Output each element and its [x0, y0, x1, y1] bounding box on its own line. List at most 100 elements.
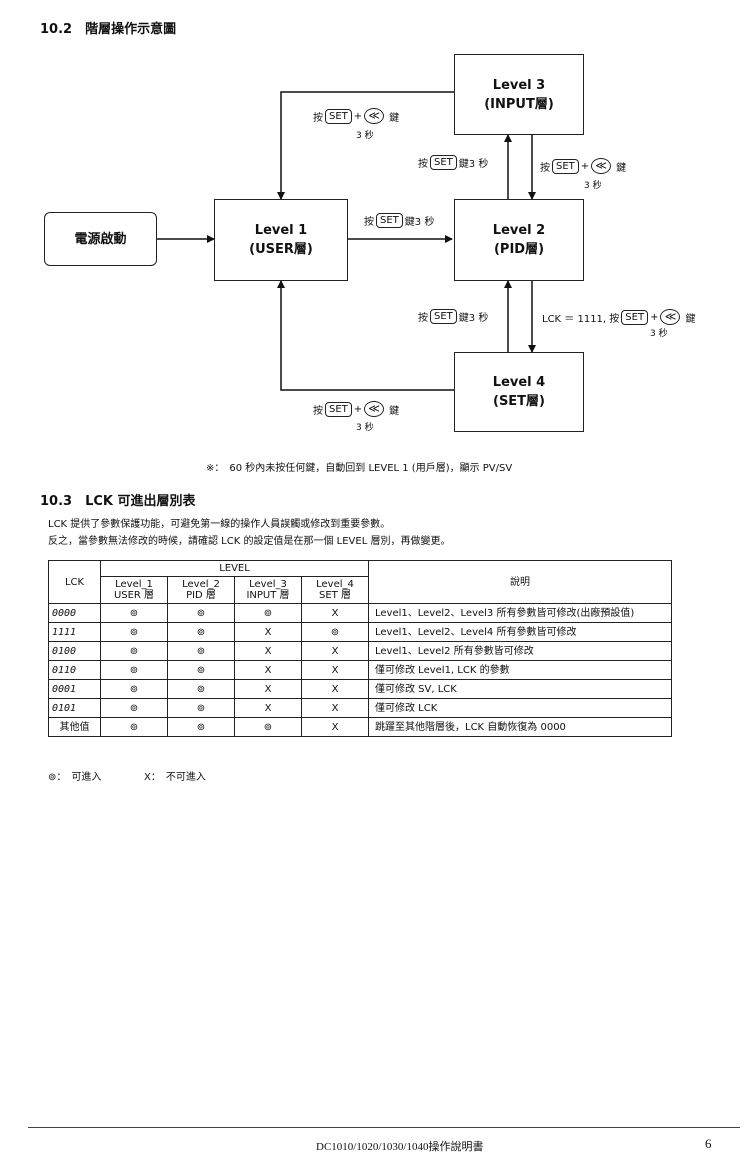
- key-label-level3-to-level2: 按 SET + ≪ 鍵: [540, 158, 626, 174]
- row-description: Level1、Level2、Level3 所有參數皆可修改(出廠預設值): [368, 603, 672, 623]
- header-lck: LCK: [48, 560, 101, 604]
- table-row: 其他值 ⊚ ⊚ ⊚ X 跳躍至其他階層後，LCK 自動恢復為 0000: [48, 717, 672, 737]
- key-text: 鍵: [616, 162, 627, 174]
- flow-arrows: [157, 91, 536, 391]
- level3-sub-label: (INPUT層): [484, 96, 554, 112]
- row-description: 僅可修改 Level1, LCK 的參數: [368, 660, 672, 680]
- level-name: Level_1: [115, 579, 153, 590]
- press-text: 按: [313, 405, 323, 417]
- level3-access: ⊚: [234, 603, 302, 623]
- set-key-icon: SET: [621, 309, 649, 325]
- page-number: 6: [705, 1136, 712, 1151]
- level3-access: X: [234, 679, 302, 699]
- table-row: 1111 ⊚ ⊚ X ⊚ Level1、Level2、Level4 所有參數皆可…: [48, 622, 672, 642]
- key-text: 鍵: [389, 405, 400, 417]
- legend-not-accessible: X： 不可進入: [144, 772, 206, 783]
- key-label-level3-to-level1: 按 SET + ≪ 鍵: [313, 108, 399, 124]
- section-10-3-title: 10.3 LCK 可進出層別表: [40, 494, 196, 509]
- level4-access: X: [301, 603, 369, 623]
- row-description: Level1、Level2、Level4 所有參數皆可修改: [368, 622, 672, 642]
- level-layer: USER 層: [113, 590, 155, 601]
- key-3sec-text: 鍵3 秒: [458, 159, 489, 170]
- level1-access: ⊚: [100, 622, 168, 642]
- row-description: 僅可修改 SV, LCK: [368, 679, 672, 699]
- level3-access: X: [234, 698, 302, 718]
- key-3sec-text: 鍵3 秒: [404, 217, 435, 228]
- level1-access: ⊚: [100, 603, 168, 623]
- three-sec-label: 3 秒: [356, 131, 374, 141]
- level-layer: INPUT 層: [246, 590, 290, 601]
- level4-access: X: [301, 641, 369, 661]
- three-sec-label: 3 秒: [650, 329, 668, 339]
- level2-access: ⊚: [167, 622, 235, 642]
- key-text: 鍵: [685, 313, 696, 325]
- shift-key-icon: ≪: [660, 309, 681, 325]
- lck-code: 1111: [48, 622, 101, 642]
- shift-key-icon: ≪: [591, 158, 612, 174]
- level3-access: X: [234, 622, 302, 642]
- arrow-level3-to-level1: [277, 91, 454, 200]
- level3-box: Level 3 (INPUT層): [454, 54, 584, 135]
- table-row: 0001 ⊚ ⊚ X X 僅可修改 SV, LCK: [48, 679, 672, 699]
- set-key-icon: SET: [552, 158, 579, 174]
- three-sec-label: 3 秒: [356, 423, 374, 433]
- level4-access: ⊚: [301, 622, 369, 642]
- header-description: 說明: [368, 560, 672, 604]
- level4-access: X: [301, 679, 369, 699]
- level2-sub-label: (PID層): [493, 242, 545, 257]
- level4-sub-label: (SET層): [493, 394, 545, 409]
- level-name: Level_3: [249, 579, 287, 590]
- level-name: Level_4: [316, 579, 354, 590]
- level4-box: Level 4 (SET層): [454, 352, 584, 432]
- lck-code: 0101: [48, 698, 101, 718]
- press-text: 按: [418, 313, 428, 324]
- power-on-box: 電源啟動: [44, 212, 157, 266]
- row-description: 跳躍至其他階層後，LCK 自動恢復為 0000: [368, 717, 672, 737]
- intro-line-1: LCK 提供了參數保護功能，可避免第一線的操作人員誤觸或修改到重要參數。: [48, 519, 391, 530]
- level1-access: ⊚: [100, 679, 168, 699]
- level2-access: ⊚: [167, 660, 235, 680]
- lck-code: 0100: [48, 641, 101, 661]
- level4-access: X: [301, 717, 369, 737]
- level4-label: Level 4: [492, 375, 546, 390]
- lck-condition-text: LCK ＝ 1111, 按: [542, 313, 620, 325]
- level1-access: ⊚: [100, 717, 168, 737]
- arrow-level4-to-level1: [277, 280, 454, 391]
- legend-accessible: ⊚： 可進入: [48, 772, 102, 783]
- power-on-label: 電源啟動: [74, 231, 127, 247]
- table-row: 0110 ⊚ ⊚ X X 僅可修改 Level1, LCK 的參數: [48, 660, 672, 680]
- level2-access: ⊚: [167, 698, 235, 718]
- key-label-level1-to-level2: 按 SET 鍵3 秒: [364, 213, 434, 228]
- row-description: Level1、Level2 所有參數皆可修改: [368, 641, 672, 661]
- header-level: LEVEL: [100, 560, 369, 577]
- key-label-level4-to-level2: 按 SET 鍵3 秒: [418, 309, 488, 324]
- table-row: 0101 ⊚ ⊚ X X 僅可修改 LCK: [48, 698, 672, 718]
- level1-access: ⊚: [100, 698, 168, 718]
- press-text: 按: [540, 162, 550, 174]
- level1-access: ⊚: [100, 641, 168, 661]
- lck-code: 0000: [48, 603, 101, 623]
- press-text: 按: [418, 159, 428, 170]
- footer-rule: [28, 1127, 740, 1128]
- level-layer: SET 層: [319, 590, 351, 601]
- level2-box: Level 2 (PID層): [454, 199, 584, 281]
- level3-access: ⊚: [234, 717, 302, 737]
- table-row: 0000 ⊚ ⊚ ⊚ X Level1、Level2、Level3 所有參數皆可…: [48, 603, 672, 623]
- plus-text: +: [650, 311, 659, 323]
- level-name: Level_2: [182, 579, 220, 590]
- row-description: 僅可修改 LCK: [368, 698, 672, 718]
- level2-access: ⊚: [167, 603, 235, 623]
- plus-text: +: [353, 110, 363, 122]
- table-row: 0100 ⊚ ⊚ X X Level1、Level2 所有參數皆可修改: [48, 641, 672, 661]
- footer-title: DC1010/1020/1030/1040操作說明書: [316, 1141, 484, 1153]
- set-key-icon: SET: [430, 309, 457, 324]
- level3-access: X: [234, 660, 302, 680]
- lck-code: 0110: [48, 660, 101, 680]
- set-key-icon: SET: [325, 108, 352, 124]
- level-layer: PID 層: [186, 590, 216, 601]
- level2-access: ⊚: [167, 679, 235, 699]
